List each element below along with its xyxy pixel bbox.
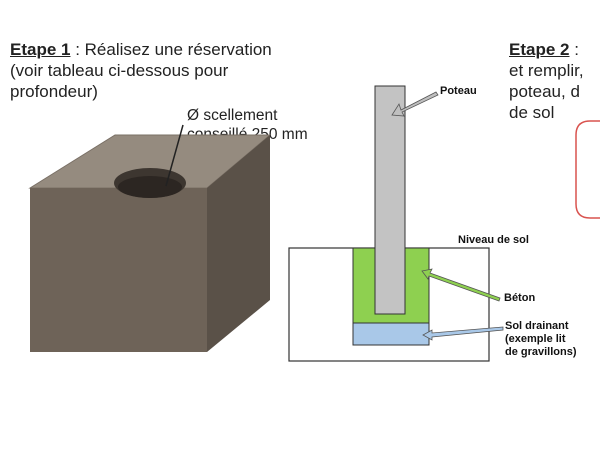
block-side — [207, 135, 270, 352]
step1-line3: profondeur) — [10, 82, 98, 101]
post — [374, 85, 406, 315]
label-beton: Béton — [504, 292, 536, 304]
beton-arrow — [421, 268, 501, 302]
callout-line — [165, 124, 184, 187]
label-poteau: Poteau — [440, 85, 477, 97]
step2-text: Etape 2 : et remplir, poteau, d de sol — [509, 40, 584, 122]
cross-section — [288, 85, 490, 362]
label-arrows — [391, 91, 504, 341]
reservation-hole-inner — [118, 176, 182, 198]
step2-title: Etape 2 — [509, 40, 570, 59]
label-niveau-de-sol: Niveau de sol — [458, 234, 529, 246]
poteau-arrow — [391, 91, 439, 117]
label-sol-drainant: Sol drainant (exemple lit de gravillons) — [505, 320, 577, 358]
gravel-fill — [352, 322, 430, 346]
step1-title: Etape 1 — [10, 40, 71, 59]
concrete-block — [28, 134, 272, 352]
step1-text: Etape 1 : Réalisez une réservation (voir… — [10, 39, 340, 102]
step1-line1: Etape 1 : Réalisez une réservation — [10, 40, 272, 59]
sol-arrow — [422, 326, 504, 341]
block-front — [30, 188, 207, 352]
step1-line2: (voir tableau ci-dessous pour — [10, 61, 229, 80]
step2-red-box — [575, 120, 600, 219]
